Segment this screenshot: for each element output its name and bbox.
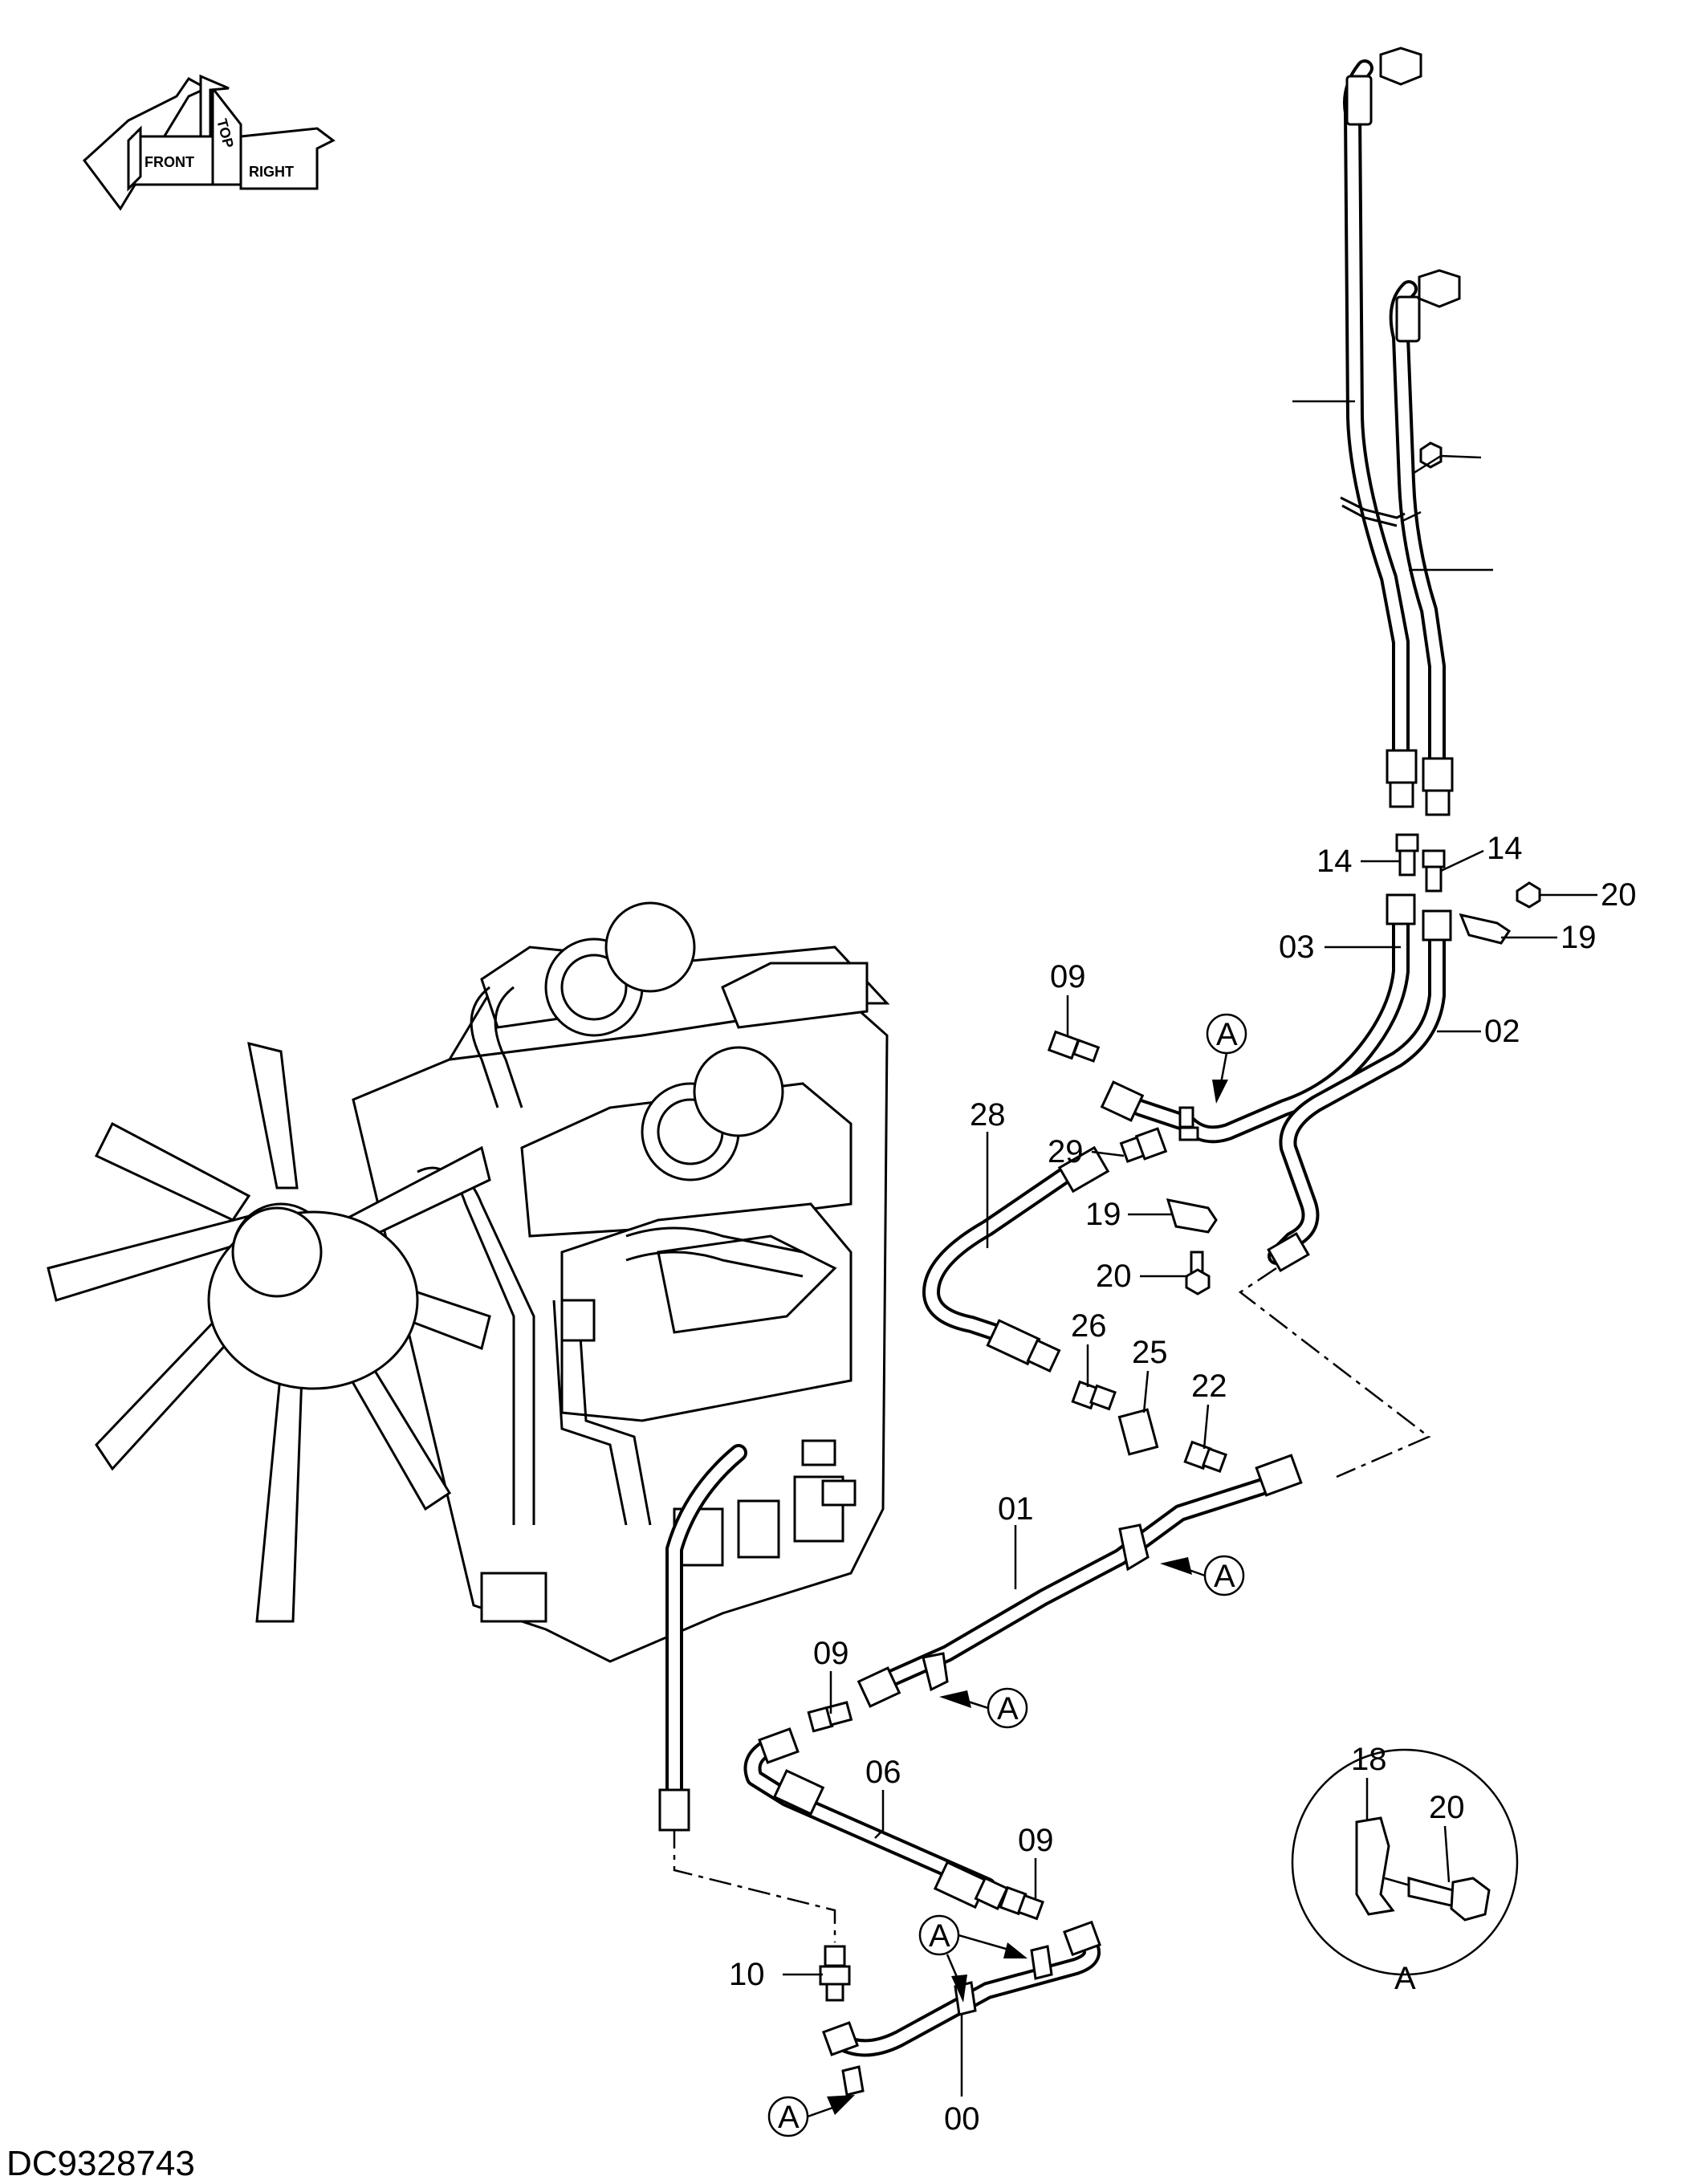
callout-19-upper: 19 — [1561, 920, 1597, 955]
detail-marker-2: A — [1160, 1555, 1245, 1596]
pipe-27 — [1389, 269, 1461, 816]
detail-marker-3-label: A — [997, 1691, 1019, 1726]
detail-marker-5: A — [767, 2095, 855, 2137]
callout-09-upper: 09 — [1050, 959, 1086, 994]
link-line-00 — [673, 1826, 836, 1942]
callout-00: 00 — [944, 2101, 980, 2137]
bolt-20-middle — [1185, 1251, 1211, 1295]
leader-lines — [783, 400, 1597, 2097]
orientation-arrows-icon: FRONT TOP RIGHT — [82, 74, 336, 211]
detail-marker-2-label: A — [1214, 1559, 1235, 1594]
callout-20-middle: 20 — [1096, 1259, 1132, 1294]
engine-drain-pipe — [658, 1444, 747, 1832]
pipe-01 — [857, 1454, 1303, 1708]
adapter-14-left — [1395, 833, 1419, 876]
callout-26: 29 — [1048, 1134, 1084, 1169]
detail-marker-4: A — [918, 1914, 1028, 2003]
callout-10: 10 — [729, 1957, 765, 1992]
callout-02: 02 — [1484, 1014, 1520, 1049]
detail-marker-4-label: A — [929, 1918, 950, 1954]
link-line-02 — [1238, 1267, 1431, 1478]
adapter-09-middle — [807, 1701, 853, 1733]
callout-24: 26 — [1071, 1308, 1107, 1344]
callout-23: 25 — [1132, 1335, 1168, 1370]
engine-assembly — [47, 901, 890, 1663]
callout-14-right: 14 — [1487, 831, 1523, 866]
adapter-26 — [1119, 1127, 1168, 1163]
nut-30 — [1419, 441, 1443, 469]
coupling-23 — [1117, 1408, 1159, 1456]
orientation-label-right: RIGHT — [249, 164, 294, 180]
adapter-14-right — [1422, 849, 1446, 893]
detail-view-a: A — [1291, 1748, 1519, 1996]
callout-18: 18 — [1351, 1742, 1387, 1777]
pipe-02 — [1267, 909, 1452, 1273]
drawing-id: DC9328743 — [6, 2144, 195, 2183]
pipe-28 — [1343, 47, 1422, 808]
callout-19-middle: 19 — [1085, 1197, 1121, 1232]
adapter-22 — [1183, 1440, 1228, 1474]
callout-14-left: 14 — [1316, 844, 1353, 879]
callout-03: 03 — [1279, 929, 1315, 965]
orientation-label-front: FRONT — [144, 154, 194, 170]
detail-view-label: A — [1394, 1961, 1416, 1996]
callout-09-lower: 09 — [1018, 1823, 1054, 1858]
callout-20-detail: 20 — [1429, 1790, 1465, 1825]
callout-01: 01 — [998, 1491, 1034, 1527]
detail-marker-5-label: A — [778, 2100, 800, 2135]
detail-marker-1: A — [1206, 1013, 1247, 1104]
callout-20-upper: 20 — [1601, 877, 1637, 913]
callout-09-middle: 09 — [813, 1636, 849, 1671]
callout-22: 22 — [1191, 1369, 1227, 1404]
callout-25: 28 — [970, 1097, 1006, 1133]
callout-06: 06 — [865, 1755, 901, 1790]
clamp-29 — [1340, 496, 1406, 527]
pipe-06 — [743, 1727, 1009, 1911]
adapter-09-upper — [1047, 1030, 1101, 1063]
adapter-09-lower — [999, 1885, 1044, 1921]
detail-marker-1-label: A — [1216, 1017, 1238, 1052]
fitting-03-end — [1100, 1080, 1199, 1141]
clamp-19-upper — [1459, 881, 1541, 945]
pipe-03 — [1131, 893, 1416, 1144]
adapter-24 — [1071, 1380, 1117, 1411]
detail-marker-3: A — [939, 1687, 1028, 1729]
pipe-25 — [922, 1145, 1110, 1373]
pipe-00 — [821, 1920, 1101, 2097]
adapter-10 — [819, 1945, 851, 2002]
clamp-19-middle — [1166, 1198, 1218, 1234]
